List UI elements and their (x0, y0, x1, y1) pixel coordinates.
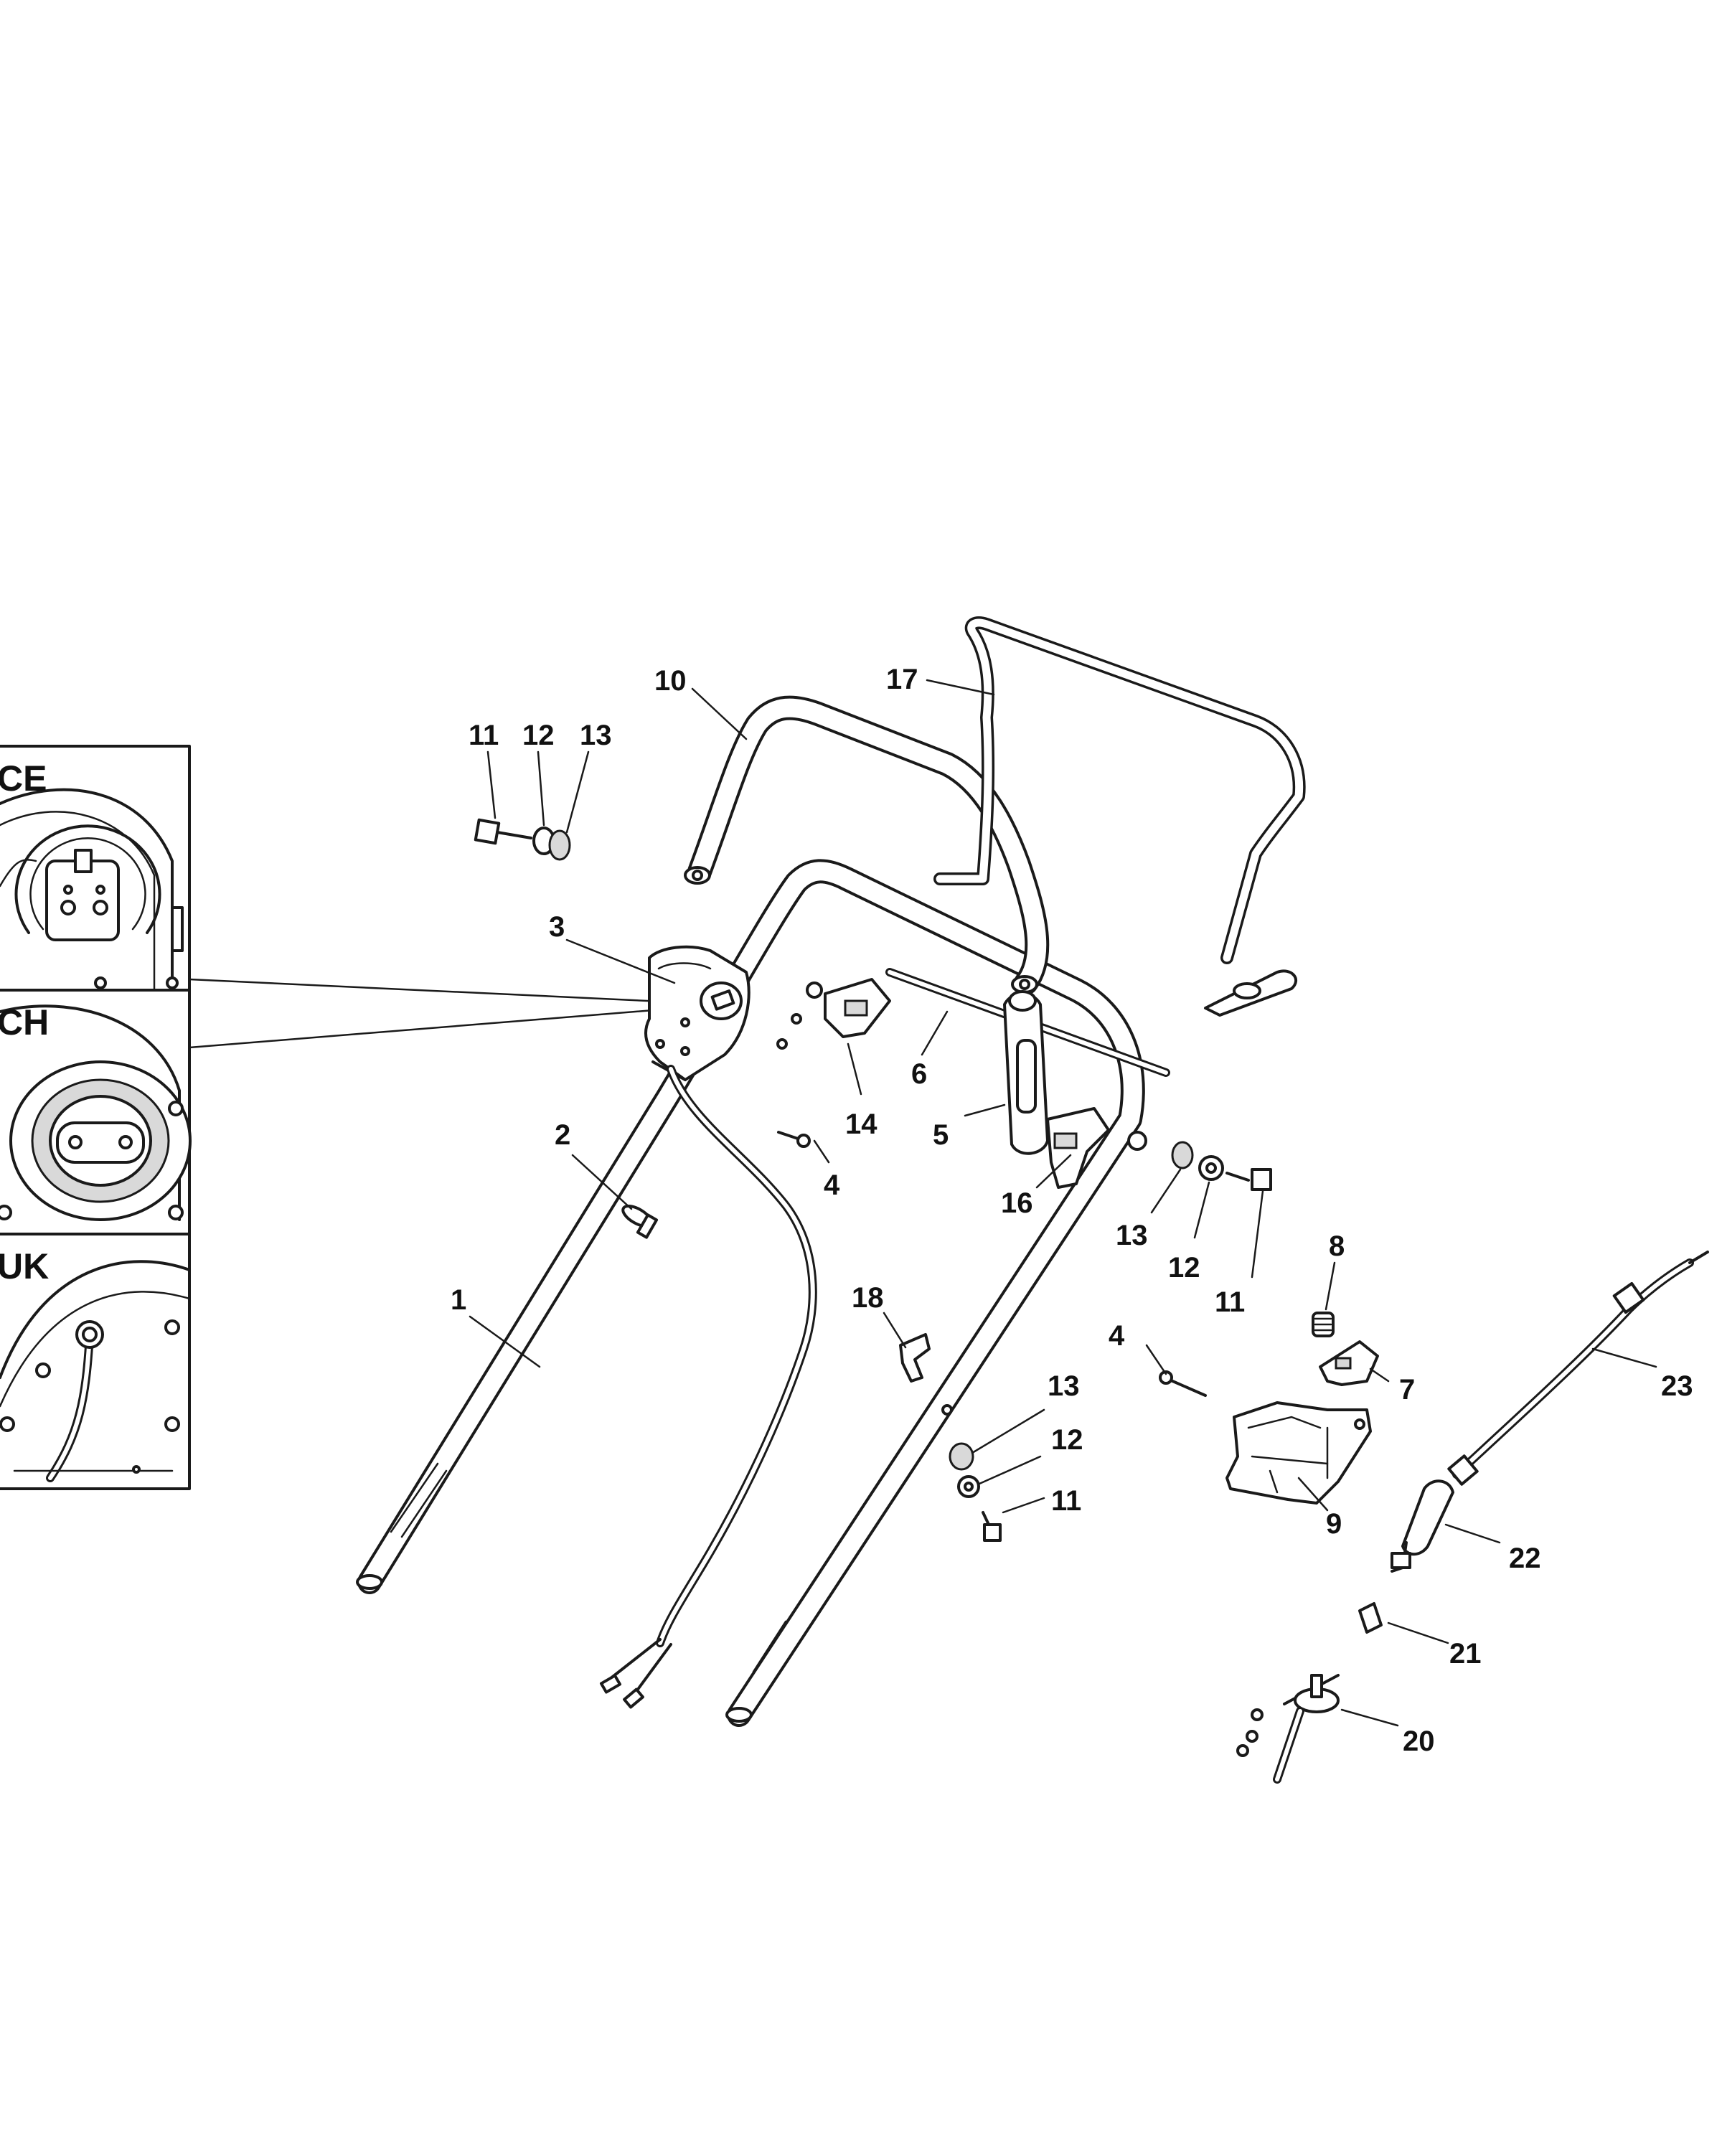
cord-hook (824, 978, 891, 1038)
callout-13-right: 13 (1116, 1220, 1148, 1251)
leader-9 (1297, 1477, 1329, 1512)
callout-18: 18 (852, 1282, 884, 1314)
callout-2: 2 (555, 1119, 570, 1151)
brake-bail-lever (933, 616, 1306, 1017)
leader-13c (971, 1408, 1045, 1454)
leader-3 (565, 938, 676, 984)
cable-adjuster (1391, 1479, 1454, 1573)
fastener-group-right (1171, 1141, 1272, 1191)
leader-10 (691, 687, 748, 740)
leader-12a (537, 750, 545, 827)
callout-12-right: 12 (1168, 1252, 1200, 1284)
leader-13a (565, 750, 590, 834)
callout-12-top: 12 (522, 720, 555, 751)
callout-3: 3 (549, 911, 565, 943)
leader-12c (978, 1455, 1042, 1485)
callout-16: 16 (1001, 1187, 1033, 1219)
leader-7 (1369, 1367, 1390, 1383)
leader-16 (1035, 1154, 1072, 1189)
leader-22 (1444, 1523, 1501, 1544)
callout-5: 5 (933, 1119, 949, 1151)
callout-17: 17 (886, 664, 918, 695)
cable-terminal (1236, 1674, 1340, 1784)
leader-4b (1145, 1344, 1167, 1375)
callout-4-lower: 4 (1109, 1320, 1125, 1352)
callout-21: 21 (1449, 1638, 1482, 1670)
leader-11a (486, 750, 497, 819)
leader-23 (1591, 1347, 1657, 1368)
leader-14 (847, 1042, 862, 1096)
lever-bracket (1319, 1340, 1379, 1386)
callout-23: 23 (1661, 1370, 1693, 1402)
leader-5 (964, 1103, 1006, 1117)
ce-socket-drawing (0, 788, 184, 992)
plug-variant-inset: CE CH UK (0, 745, 192, 1490)
ch-socket-drawing (0, 1004, 192, 1221)
power-cable (599, 1065, 817, 1709)
callout-6: 6 (911, 1058, 927, 1090)
cable-clip (621, 1205, 659, 1239)
leader-12b (1193, 1181, 1210, 1239)
callout-10: 10 (654, 665, 687, 697)
leader-8 (1325, 1261, 1336, 1311)
leader-17 (926, 679, 995, 696)
cord-retainer (1046, 1107, 1110, 1189)
leader-6 (921, 1010, 949, 1056)
callout-4-upper: 4 (824, 1169, 840, 1201)
screw-upper (777, 1131, 811, 1148)
throttle-cable (1447, 1251, 1709, 1486)
leader-4a (813, 1139, 830, 1164)
leader-1 (469, 1315, 541, 1368)
callout-12-lower: 12 (1051, 1424, 1083, 1456)
region-label-uk: UK (0, 1246, 49, 1286)
leader-21 (1387, 1621, 1449, 1644)
leader-20 (1340, 1708, 1399, 1727)
region-label-ch: CH (0, 1002, 49, 1042)
callout-20: 20 (1403, 1726, 1435, 1757)
leader-18 (883, 1312, 907, 1349)
upper-handle (684, 695, 1050, 995)
switch-box (644, 945, 751, 1081)
callout-11-right: 11 (1215, 1286, 1245, 1318)
region-label-ce: CE (0, 758, 47, 799)
leader-11c (1002, 1497, 1045, 1514)
callout-22: 22 (1509, 1543, 1541, 1574)
callout-9: 9 (1326, 1508, 1342, 1540)
callout-14: 14 (845, 1108, 878, 1140)
control-housing (1225, 1401, 1372, 1505)
plug-fitting (899, 1333, 931, 1383)
spring (1312, 1312, 1335, 1337)
inset-leader-lower (188, 1003, 726, 1049)
fastener-group-top (474, 818, 571, 861)
leader-lines (469, 679, 1657, 1727)
callout-13-top: 13 (580, 720, 612, 751)
uk-socket-drawing (0, 1260, 191, 1482)
callout-13-lower: 13 (1048, 1370, 1080, 1402)
callout-11-top: 11 (469, 720, 499, 751)
leader-13b (1150, 1168, 1182, 1214)
screw-lower (1159, 1370, 1207, 1397)
leader-2 (571, 1154, 633, 1210)
callout-1: 1 (451, 1284, 466, 1316)
callout-7: 7 (1399, 1374, 1415, 1406)
inset-leader-upper (188, 978, 726, 1006)
callout-11-lower: 11 (1051, 1485, 1081, 1517)
callout-numbers: 1 2 3 4 4 5 6 7 8 9 10 11 11 11 12 12 12… (451, 664, 1693, 1757)
leader-11b (1251, 1190, 1264, 1279)
cable-guide (1003, 990, 1049, 1155)
callout-8: 8 (1329, 1230, 1345, 1262)
fastener-group-lower (949, 1442, 1002, 1542)
cable-nut (1358, 1602, 1383, 1634)
